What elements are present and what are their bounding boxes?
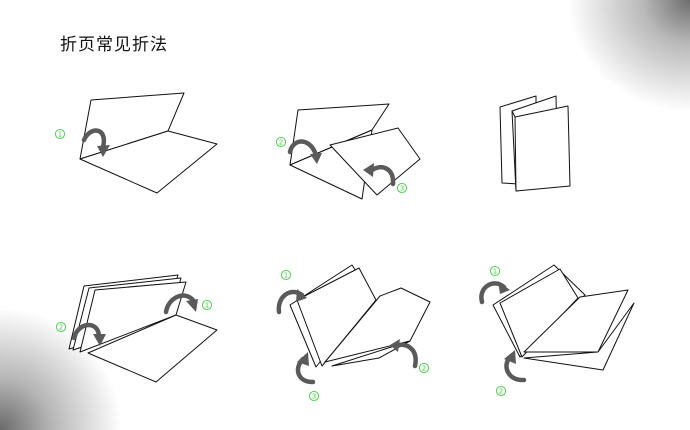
fold-arrow [479, 281, 510, 305]
step-marker-1: 1 [54, 128, 66, 140]
fold-diagram-letter: 2 3 [275, 103, 421, 200]
fold-arrow [276, 289, 307, 315]
fold-diagram-multi-half: 2 1 [55, 274, 218, 383]
fold-diagram-roll: 1 2 [479, 264, 635, 397]
fold-arrow [81, 128, 110, 157]
svg-text:1: 1 [205, 302, 209, 310]
fold-arrow [163, 293, 198, 315]
step-marker-1: 1 [201, 299, 213, 311]
svg-text:2: 2 [499, 388, 503, 396]
fold-arrow [363, 163, 396, 187]
step-marker-2: 2 [275, 136, 287, 148]
fold-diagram-gate: 1 3 2 [276, 264, 431, 402]
step-marker-1: 1 [280, 269, 292, 281]
step-marker-2: 2 [418, 362, 430, 374]
step-marker-1: 1 [489, 265, 501, 277]
svg-text:3: 3 [312, 393, 316, 401]
fold-diagram-half: 1 [54, 92, 218, 194]
svg-text:1: 1 [58, 131, 62, 139]
fold-arrow [390, 339, 418, 369]
step-marker-3: 3 [308, 390, 320, 402]
fold-arrow [71, 322, 106, 346]
step-marker-2: 2 [55, 321, 67, 333]
svg-text:1: 1 [493, 268, 497, 276]
svg-text:2: 2 [422, 365, 426, 373]
step-marker-2: 2 [495, 385, 507, 397]
fold-arrow [504, 350, 527, 383]
step-marker-3: 3 [396, 182, 408, 194]
svg-text:3: 3 [400, 185, 404, 193]
svg-text:2: 2 [279, 139, 283, 147]
fold-arrow [287, 139, 322, 164]
fold-arrow [295, 352, 316, 385]
page-title: 折页常见折法 [60, 35, 168, 55]
svg-text:1: 1 [284, 272, 288, 280]
svg-text:2: 2 [59, 324, 63, 332]
corner-shadow-top-right [570, 0, 690, 110]
fold-diagram-trifold-standing [499, 95, 571, 192]
